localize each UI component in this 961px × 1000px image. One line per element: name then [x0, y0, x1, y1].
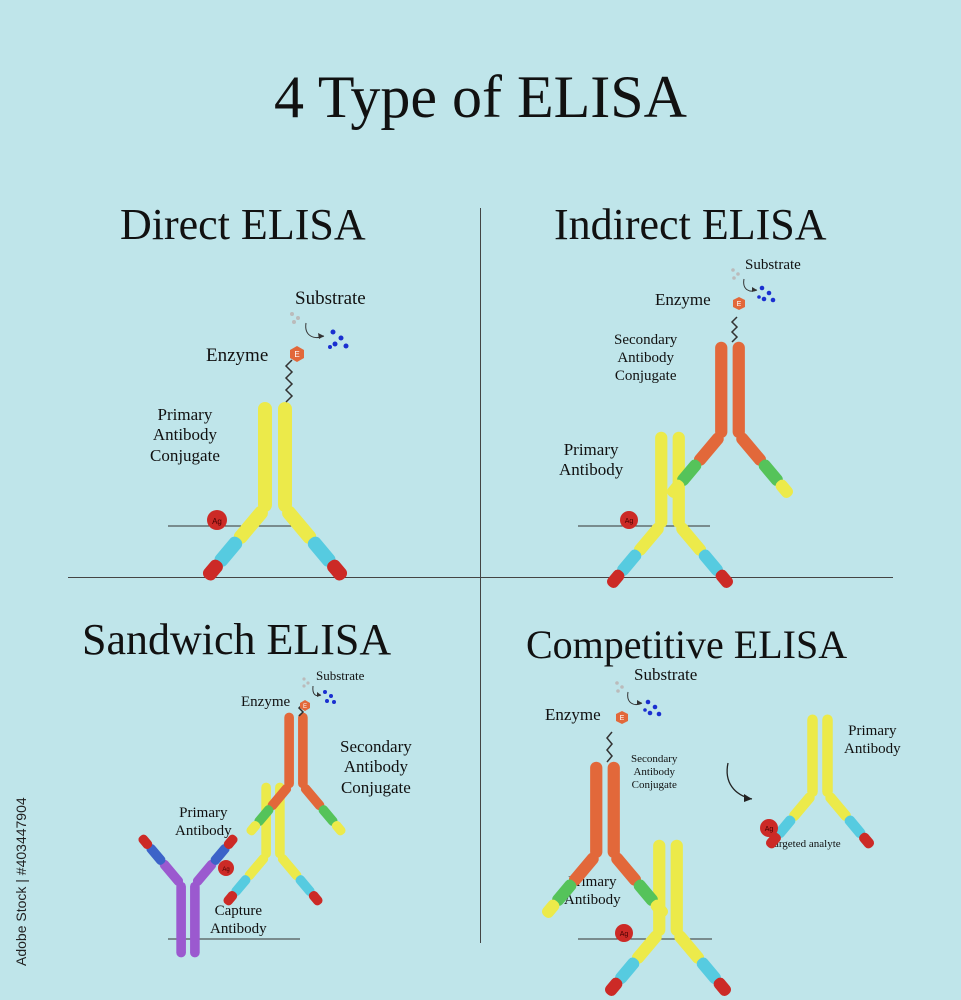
sandwich-elisa-title: Sandwich ELISA: [82, 615, 392, 664]
indirect-linker: [730, 316, 739, 343]
sandwich-antigen-text: Ag: [222, 867, 229, 873]
indirect-secondary-conjugate-label: Secondary Antibody Conjugate: [614, 332, 678, 384]
targeted-analyte-icon: [760, 819, 778, 837]
competitive-linker: [606, 731, 613, 763]
direct-enzyme-letter: E: [294, 350, 299, 359]
competitive-free-primary-label: Primary Antibody: [844, 723, 901, 757]
sandwich-enzyme-letter: E: [303, 704, 307, 710]
direct-elisa-title: Direct ELISA: [120, 200, 366, 249]
main-title: 4 Type of ELISA: [274, 64, 687, 130]
competitive-elisa-title: Competitive ELISA: [526, 622, 848, 667]
indirect-enzyme-label: Enzyme: [655, 290, 711, 309]
vertical-divider: [480, 208, 481, 943]
direct-enzyme-icon: [290, 346, 304, 362]
competitive-enzyme-label: Enzyme: [545, 705, 601, 724]
indirect-antigen-icon: [620, 511, 638, 529]
direct-enzyme-label: Enzyme: [206, 345, 269, 366]
svg-text:Adobe Stock | #403447904: Adobe Stock | #403447904: [13, 797, 29, 966]
indirect-elisa-title: Indirect ELISA: [554, 200, 827, 249]
sandwich-substrate-label: Substrate: [316, 668, 365, 683]
sandwich-enzyme-label: Enzyme: [241, 694, 291, 710]
direct-primary-conjugate-label: Primary Antibody Conjugate: [150, 405, 220, 465]
sandwich-enzyme-icon: [300, 700, 310, 711]
direct-substrate-dots: [290, 312, 349, 349]
competitive-enzyme-icon: [616, 711, 628, 724]
sandwich-substrate-dots: [302, 677, 336, 704]
competitive-antigen-text: Ag: [620, 931, 629, 938]
competitive-enzyme-letter: E: [620, 715, 625, 722]
indirect-substrate-label: Substrate: [745, 257, 801, 273]
free-primary-antibody: [764, 714, 876, 851]
sandwich-capture-label: Capture Antibody: [210, 903, 267, 937]
direct-linker: [284, 359, 294, 403]
competitive-antigen-icon: [615, 924, 633, 942]
stock-id-watermark: Adobe Stock | #403447904: [13, 797, 29, 966]
indirect-antigen-text: Ag: [625, 518, 634, 525]
direct-antigen-icon: [207, 510, 227, 530]
targeted-analyte-label: Targeted analyte: [768, 838, 841, 850]
competitive-binding-arrow: [726, 762, 753, 800]
competitive-secondary-antibody: [539, 761, 671, 921]
sandwich-primary-label: Primary Antibody: [175, 805, 232, 839]
indirect-enzyme-icon: [733, 297, 745, 310]
sandwich-secondary-conjugate-label: Secondary Antibody Conjugate: [340, 737, 412, 797]
horizontal-divider: [68, 577, 893, 578]
indirect-substrate-dots: [731, 268, 776, 303]
direct-substrate-label: Substrate: [295, 288, 366, 309]
direct-antigen-text: Ag: [212, 517, 222, 526]
targeted-analyte-text: Ag: [765, 826, 774, 833]
indirect-primary-label: Primary Antibody: [559, 440, 624, 480]
competitive-secondary-conjugate-label: Secondary Antibody Conjugate: [631, 753, 678, 792]
competitive-substrate-dots: [615, 681, 662, 717]
competitive-substrate-label: Substrate: [634, 665, 698, 684]
sandwich-antigen-icon: [218, 860, 234, 876]
indirect-enzyme-letter: E: [737, 301, 742, 308]
